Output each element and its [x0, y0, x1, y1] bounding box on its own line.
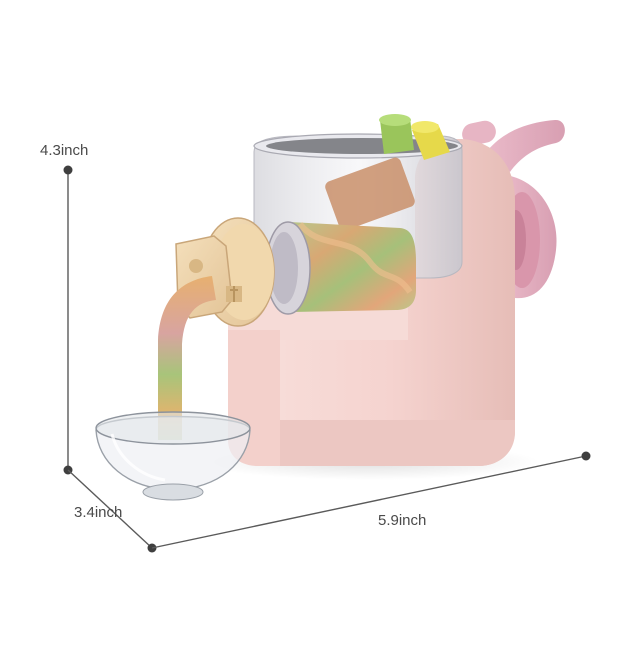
- noodle-stream: [158, 276, 216, 440]
- depth-line: [67, 469, 153, 549]
- extrusion-die: [175, 217, 275, 327]
- width-label: 5.9inch: [378, 512, 427, 529]
- height-label: 4.3inch: [40, 142, 89, 159]
- height-top-dot: [63, 165, 73, 175]
- width-end-dot: [581, 451, 591, 461]
- auger-barrel: [265, 221, 416, 315]
- depth-label: 3.4inch: [74, 504, 123, 521]
- glass-bowl-icon: [95, 411, 251, 501]
